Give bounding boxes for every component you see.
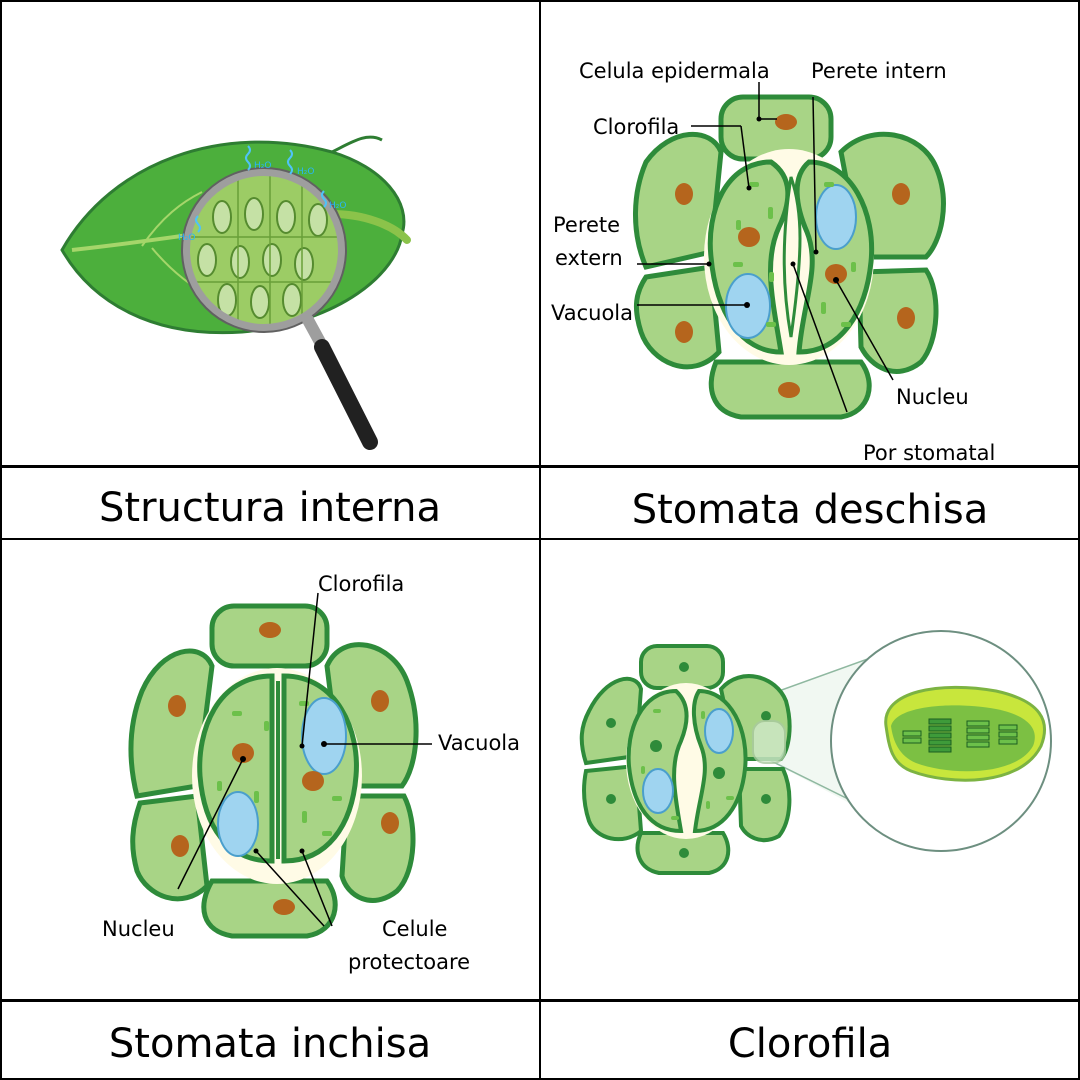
caption-stomata-inchisa: Stomata inchisa bbox=[108, 1021, 432, 1067]
label-clorofila-open: Clorofila bbox=[593, 115, 679, 139]
leaf-stem bbox=[328, 210, 411, 244]
vertical-divider bbox=[539, 0, 541, 1080]
closed-stomata-diagram: Clorofila Vacuola Nucleu Celule protecto… bbox=[102, 572, 520, 974]
caption-stomata-deschisa: Stomata deschisa bbox=[631, 487, 989, 533]
label-vacuola-closed: Vacuola bbox=[438, 731, 520, 755]
label-nucleu-open: Nucleu bbox=[896, 385, 969, 409]
row2-caption-divider bbox=[0, 999, 1080, 1002]
label-celula-epidermala: Celula epidermala bbox=[579, 59, 770, 83]
label-por-stomatal: Por stomatal bbox=[863, 441, 995, 464]
nuclei bbox=[675, 114, 915, 398]
label-vacuola-open: Vacuola bbox=[551, 301, 633, 325]
stomatal-pore bbox=[782, 176, 802, 338]
leaf-magnifier-illustration: H₂O H₂O H₂O H₂O bbox=[60, 135, 411, 450]
chloroplast-diagram bbox=[579, 630, 1052, 875]
open-leader-lines bbox=[637, 82, 894, 413]
outer-border-left bbox=[0, 0, 2, 1080]
water-label-4: H₂O bbox=[178, 233, 195, 243]
open-leader-dots bbox=[706, 116, 839, 308]
row1-caption-divider bbox=[0, 465, 1080, 468]
magnifier-rim bbox=[182, 168, 346, 332]
row-divider bbox=[0, 538, 1080, 540]
label-perete-extern-2: extern bbox=[555, 246, 623, 270]
label-perete-extern-1: Perete bbox=[553, 213, 620, 237]
label-nucleu-closed: Nucleu bbox=[102, 917, 175, 941]
caption-structura-interna: Structura interna bbox=[99, 485, 441, 531]
water-label-2: H₂O bbox=[297, 167, 314, 177]
chloroplasts bbox=[733, 182, 856, 327]
lens-stomata bbox=[197, 197, 328, 319]
label-celule-2: protectoare bbox=[348, 950, 470, 974]
magnifier-handle-neck bbox=[302, 314, 326, 348]
water-label-3: H₂O bbox=[329, 201, 346, 211]
thylakoid-stacks bbox=[902, 718, 1018, 753]
outer-border-right bbox=[1078, 0, 1080, 1080]
open-stomata-diagram: Celula epidermala Perete intern Clorofil… bbox=[551, 59, 995, 464]
label-perete-intern: Perete intern bbox=[811, 59, 947, 83]
label-clorofila-closed: Clorofila bbox=[318, 572, 404, 596]
water-label-1: H₂O bbox=[254, 161, 271, 171]
label-celule-1: Celule bbox=[382, 917, 447, 941]
caption-clorofila: Clorofila bbox=[727, 1021, 893, 1067]
magnifier-handle bbox=[314, 339, 378, 450]
